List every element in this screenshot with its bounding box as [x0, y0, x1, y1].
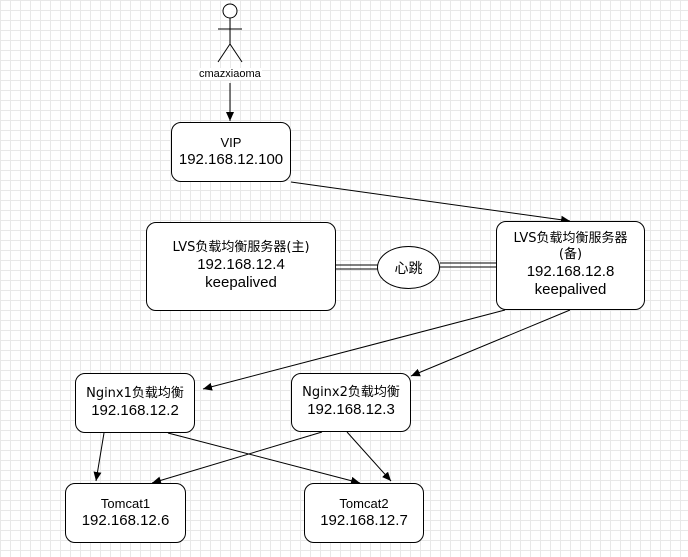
tomcat2-node: Tomcat2 192.168.12.7 [304, 483, 424, 543]
nginx1-title: Nginx1负载均衡 [86, 385, 184, 401]
nginx2-node: Nginx2负载均衡 192.168.12.3 [291, 373, 411, 432]
edge-lvs-backup-nginx2 [410, 309, 571, 377]
nginx2-ip: 192.168.12.3 [307, 401, 395, 419]
tomcat2-title: Tomcat2 [339, 495, 389, 511]
actor-label: cmazxiaoma [198, 68, 262, 80]
edge-vip-lvs-backup [290, 181, 571, 224]
heartbeat-node: 心跳 [377, 246, 440, 289]
edge-lvs-backup-nginx1 [202, 309, 506, 391]
nginx2-title: Nginx2负载均衡 [302, 385, 400, 401]
heartbeat-link [336, 262, 496, 270]
nginx1-node: Nginx1负载均衡 192.168.12.2 [75, 373, 195, 433]
lvs-backup-software: keepalived [534, 281, 607, 299]
user-actor-icon [217, 3, 243, 63]
lvs-backup-ip: 192.168.12.8 [526, 263, 615, 281]
tomcat1-node: Tomcat1 192.168.12.6 [65, 483, 186, 543]
vip-node: VIP 192.168.12.100 [171, 122, 291, 182]
edge-nginx2-tomcat1 [151, 431, 323, 485]
vip-ip: 192.168.12.100 [178, 150, 284, 168]
lvs-master-software: keepalived [205, 274, 277, 292]
lvs-backup-title: LVS负载均衡服务器 [513, 231, 628, 247]
edge-nginx1-tomcat1 [93, 432, 105, 482]
tomcat1-ip: 192.168.12.6 [81, 511, 170, 529]
lvs-master-node: LVS负载均衡服务器(主) 192.168.12.4 keepalived [146, 222, 336, 311]
edge-nginx1-tomcat2 [167, 432, 361, 485]
vip-title: VIP [220, 134, 242, 150]
edge-nginx2-tomcat2 [346, 431, 392, 482]
lvs-master-ip: 192.168.12.4 [197, 256, 285, 274]
lvs-backup-title-suffix: (备) [558, 247, 583, 263]
lvs-backup-node: LVS负载均衡服务器 (备) 192.168.12.8 keepalived [496, 221, 645, 310]
nginx1-ip: 192.168.12.2 [91, 401, 179, 419]
tomcat2-ip: 192.168.12.7 [320, 511, 408, 529]
tomcat1-title: Tomcat1 [100, 495, 151, 511]
lvs-master-title: LVS负载均衡服务器(主) [172, 240, 310, 256]
